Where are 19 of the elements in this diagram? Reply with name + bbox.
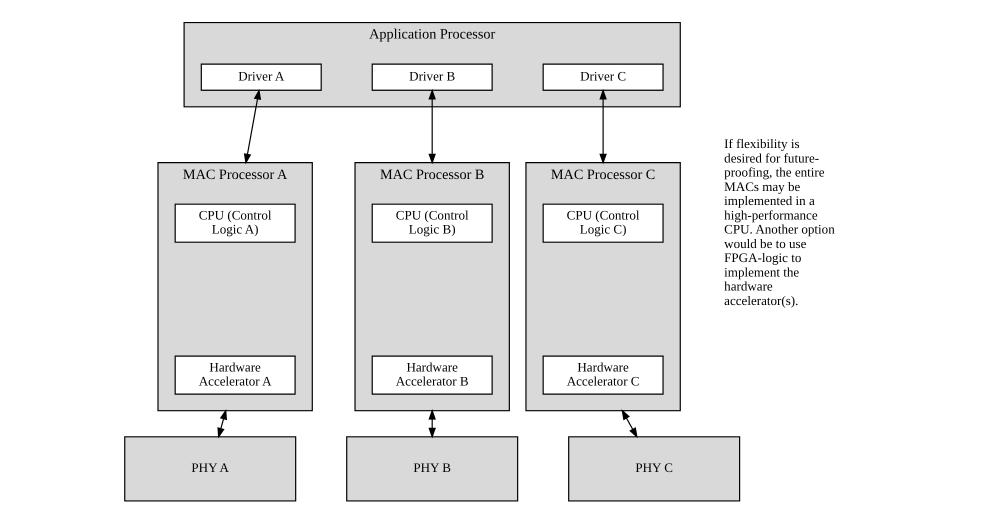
node-box: Hardware Accelerator B: [372, 356, 493, 395]
node-box: Driver C: [542, 64, 664, 91]
node-box: Driver A: [200, 64, 322, 91]
node-box: PHY C: [568, 436, 740, 502]
arrow: [428, 408, 436, 438]
node-box: Driver B: [372, 64, 493, 91]
node-box: Hardware Accelerator A: [174, 356, 296, 395]
node-box: PHY B: [346, 436, 518, 502]
node-box: PHY A: [124, 436, 296, 502]
node-box: Hardware Accelerator C: [542, 356, 664, 395]
arrow: [428, 88, 436, 164]
node-box: CPU (Control Logic C): [542, 204, 664, 243]
arrow: [217, 408, 228, 438]
node-box: CPU (Control Logic A): [174, 204, 296, 243]
node-box: CPU (Control Logic B): [372, 204, 493, 243]
label: If flexibility is desired for future-proofing, the entire MACs may be implemented in a high-performance CPU. Another option would be to use FPGA-logic to implement the hardware accelerator(s).: [724, 136, 835, 308]
arrow: [621, 409, 638, 438]
arrow: [244, 88, 262, 164]
arrow: [599, 88, 607, 164]
